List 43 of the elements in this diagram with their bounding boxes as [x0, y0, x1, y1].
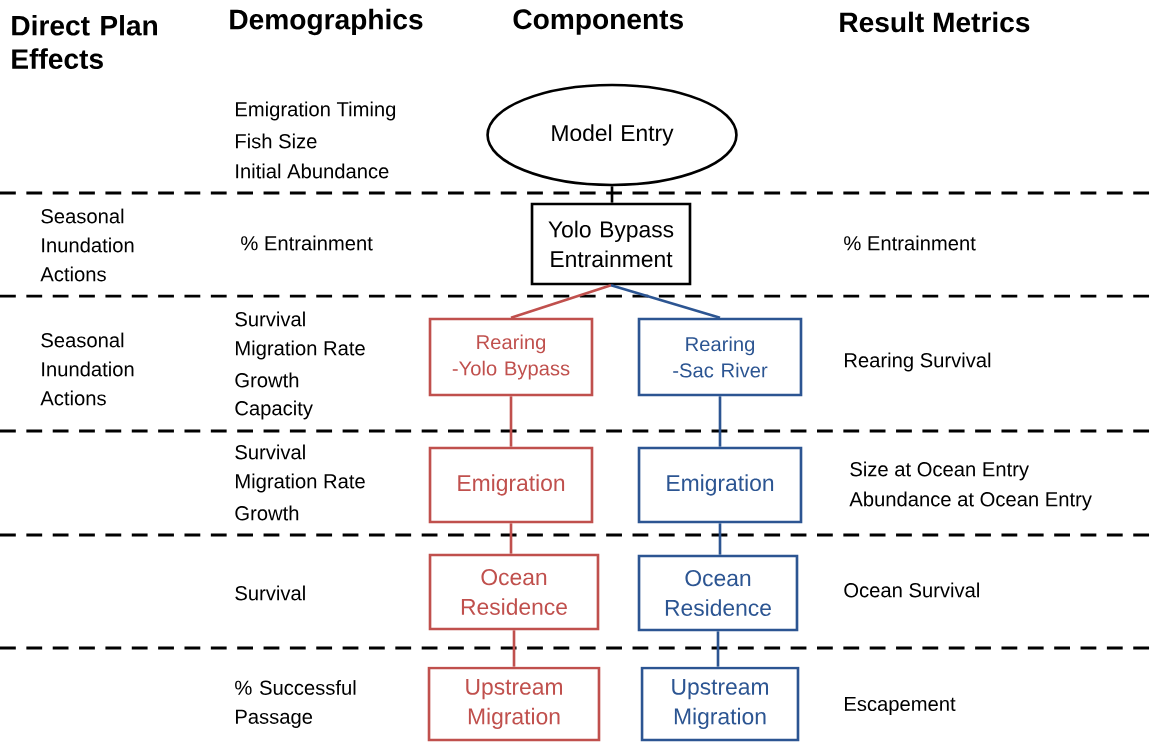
process-box: Rearing -Sac River [637, 317, 803, 397]
column-heading: Result Metrics [840, 11, 1030, 33]
connector-line [718, 396, 722, 447]
column-heading: Components [513, 9, 683, 35]
process-box: Upstream Migration [640, 666, 800, 742]
process-box: Yolo Bypass Entrainment [530, 202, 692, 286]
label-text: Ocean Survival [844, 582, 979, 598]
process-box: Emigration [637, 446, 803, 524]
connector-line [610, 284, 721, 319]
label-text: Size at Ocean Entry [850, 461, 1029, 481]
connector-line [716, 631, 720, 667]
label-text: Growth [235, 505, 299, 521]
connector-line [610, 186, 614, 203]
process-box: Ocean Residence [637, 554, 799, 632]
column-heading: Demographics [230, 8, 423, 36]
column-heading: Direct Plan Effects [12, 15, 157, 69]
label-text: Rearing Survival [845, 352, 991, 372]
label-text: Migration Rate [236, 340, 365, 360]
label-text: Growth [235, 372, 299, 388]
label-text: Seasonal Inundation Actions [40, 208, 134, 282]
label-text: Survival [235, 444, 305, 460]
connector-line [509, 396, 513, 447]
label-text: Initial Abundance [236, 163, 389, 179]
label-text: Fish Size [236, 133, 317, 149]
label-text: % Entrainment [844, 235, 976, 251]
process-box: Rearing -Yolo Bypass [428, 317, 594, 397]
label-text: Capacity [235, 400, 313, 420]
connector-line [510, 284, 612, 319]
label-text: Seasonal Inundation Actions [40, 332, 134, 406]
label-text: Abundance at Ocean Entry [849, 491, 1092, 511]
process-box: Upstream Migration [427, 666, 601, 742]
label-text: % Successful Passage [235, 680, 356, 728]
label-text: % Entrainment [241, 235, 373, 251]
process-box: Ocean Residence [428, 553, 600, 631]
connector-line [718, 523, 722, 555]
process-box: Emigration [428, 446, 594, 524]
label-text: Survival [235, 311, 305, 327]
label-text: Escapement [845, 696, 956, 716]
label-text: Survival [235, 585, 305, 601]
connector-line [509, 523, 513, 554]
connector-line [512, 630, 516, 667]
label-text: Migration Rate [236, 473, 365, 493]
label-text: Emigration Timing [236, 101, 396, 121]
